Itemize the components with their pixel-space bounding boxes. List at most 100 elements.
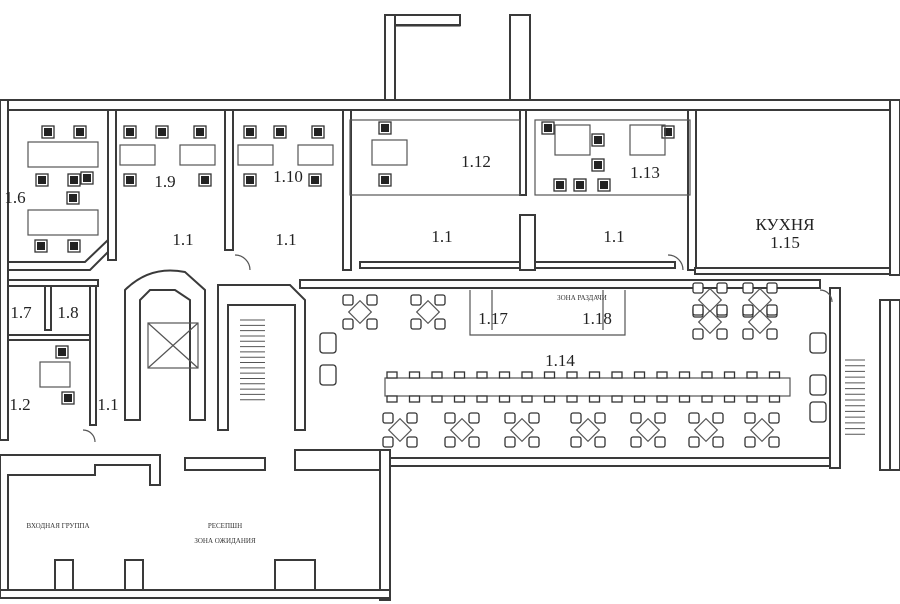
chair-seat [126, 128, 134, 136]
room-1-6: 1.6 [4, 188, 25, 207]
long-table [384, 377, 791, 397]
dining-chair [566, 371, 578, 379]
office-chair [193, 125, 207, 139]
desk [371, 139, 408, 166]
desk [179, 144, 216, 166]
dining-chair [468, 412, 480, 424]
dining-chair [630, 436, 642, 448]
dining-table-set [688, 412, 724, 448]
office-chair [243, 125, 257, 139]
chair-seat [76, 128, 84, 136]
dining-table [635, 417, 661, 443]
dining-table [415, 299, 441, 325]
dining-chair [633, 371, 646, 379]
dining-chair [692, 304, 704, 316]
office-chair [67, 239, 81, 253]
dining-chair [570, 412, 582, 424]
office-chair [61, 391, 75, 405]
dining-chair [504, 412, 516, 424]
dining-chair [633, 395, 646, 403]
dining-chair [453, 371, 466, 379]
room-1-9: 1.9 [154, 172, 175, 191]
chair-seat [69, 194, 77, 202]
chair-seat [311, 176, 319, 184]
dining-chair [588, 371, 601, 379]
room-1-14: 1.14 [545, 351, 575, 370]
room-1-13: 1.13 [630, 163, 660, 182]
chair-seat [314, 128, 322, 136]
dining-chair [476, 395, 488, 403]
dining-chair [766, 282, 778, 294]
chair-seat [381, 124, 389, 132]
dining-chair [386, 371, 398, 379]
office-chair [80, 171, 94, 185]
dining-chair [723, 395, 736, 403]
armchair [809, 374, 827, 396]
dining-chair [768, 395, 781, 403]
dining-table [509, 417, 535, 443]
dining-chair [468, 436, 480, 448]
corridor-1-1: 1.1 [603, 227, 624, 246]
dining-table-set [342, 294, 378, 330]
room-1-15: 1.15 [770, 233, 800, 252]
dining-chair [692, 282, 704, 294]
dining-chair [444, 436, 456, 448]
office-chair [661, 125, 675, 139]
dining-chair [768, 412, 780, 424]
room-labels: 1.6 1.9 1.10 1.12 1.13 КУХНЯ 1.15 1.1 1.… [4, 152, 814, 545]
dining-chair [746, 395, 758, 403]
dining-chair [543, 371, 556, 379]
dining-table [449, 417, 475, 443]
office-chair [573, 178, 587, 192]
dining-chair [654, 436, 666, 448]
dining-chair [678, 395, 691, 403]
chair-seat [83, 174, 91, 182]
dining-table [387, 417, 413, 443]
dining-table [347, 299, 373, 325]
office-chair [591, 158, 605, 172]
dining-chair [611, 371, 623, 379]
dining-chair [476, 371, 488, 379]
dining-table [697, 309, 723, 335]
dining-table-set [570, 412, 606, 448]
chair-seat [70, 242, 78, 250]
dining-chair [498, 395, 511, 403]
desk [39, 361, 71, 388]
dining-chair [712, 412, 724, 424]
dining-chair [342, 318, 354, 330]
dining-chair [701, 371, 713, 379]
office-chair [41, 125, 55, 139]
chair-seat [600, 181, 608, 189]
desk [554, 124, 591, 156]
dining-chair [768, 371, 781, 379]
office-chair [311, 125, 325, 139]
dining-chair [342, 294, 354, 306]
dining-chair [723, 371, 736, 379]
dining-chair [688, 412, 700, 424]
chair-seat [58, 348, 66, 356]
chair-seat [276, 128, 284, 136]
dining-chair [444, 412, 456, 424]
armchair [809, 401, 827, 423]
desk [237, 144, 274, 166]
office-chair [597, 178, 611, 192]
dining-chair [408, 371, 421, 379]
dining-chair [521, 371, 533, 379]
corridor-1-1: 1.1 [431, 227, 452, 246]
entrance-group-note: ВХОДНАЯ ГРУППА [26, 522, 89, 530]
dining-chair [716, 328, 728, 340]
dining-table-set [630, 412, 666, 448]
chair-seat [246, 128, 254, 136]
dining-chair [498, 371, 511, 379]
dining-chair [742, 304, 754, 316]
dining-chair [504, 436, 516, 448]
desk [27, 141, 99, 168]
dining-chair [366, 318, 378, 330]
dining-chair [746, 371, 758, 379]
dining-chair [712, 436, 724, 448]
dining-chair [630, 412, 642, 424]
chair-seat [44, 128, 52, 136]
office-chair [123, 173, 137, 187]
dining-chair [434, 318, 446, 330]
